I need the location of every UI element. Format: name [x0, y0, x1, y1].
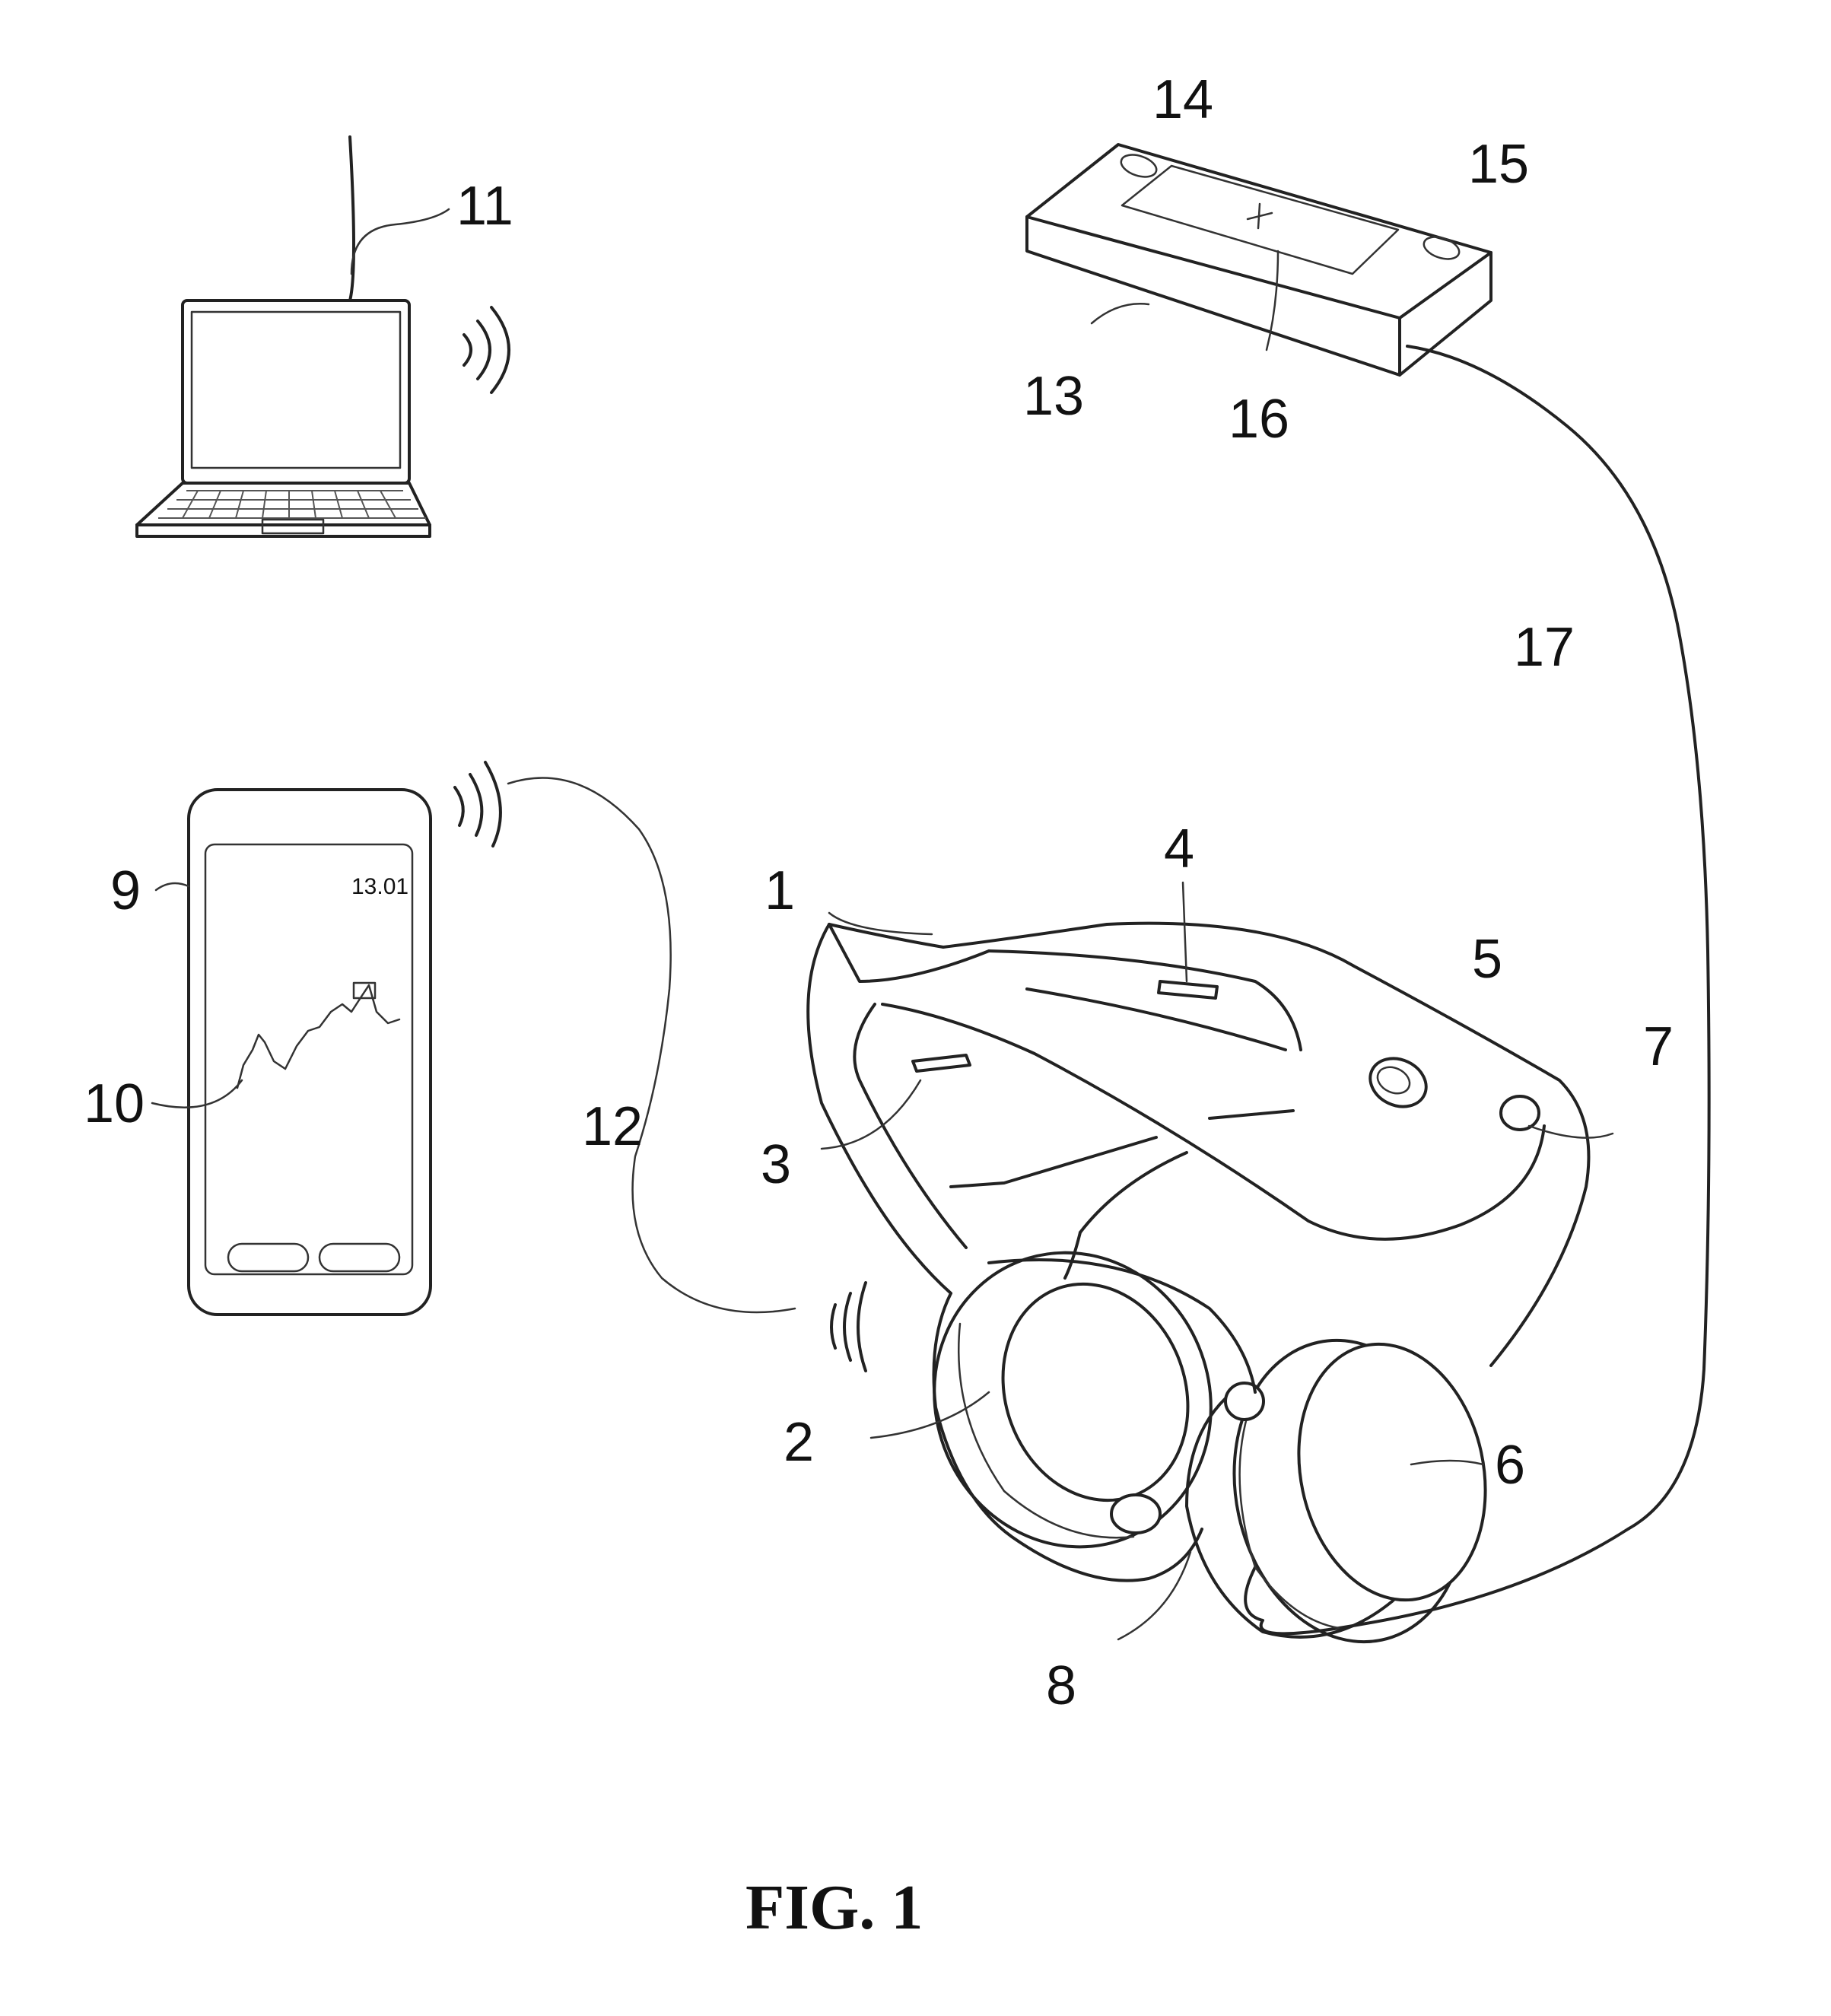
- smartphone-leader-line: [154, 882, 190, 892]
- phone-screen-time: 13.01: [351, 874, 408, 899]
- label-10: 10: [84, 1073, 145, 1134]
- sensor-4-leader: [1181, 881, 1188, 983]
- cable: [1244, 345, 1711, 1636]
- phone-button-right: [318, 1242, 401, 1273]
- label-17: 17: [1514, 617, 1575, 678]
- sensor-3-leader: [820, 1079, 922, 1150]
- label-16: 16: [1229, 389, 1289, 450]
- laptop-leader-line: [350, 208, 450, 275]
- laptop-keyboard: [158, 490, 426, 519]
- label-3: 3: [761, 1134, 791, 1195]
- phone-button-left: [227, 1242, 310, 1273]
- label-1: 1: [765, 860, 795, 921]
- phone-graph-line: [236, 984, 401, 1089]
- button-5: [1368, 1057, 1428, 1108]
- knob-leader: [1527, 1124, 1614, 1139]
- laptop-wifi-icon: [463, 306, 510, 394]
- knob-7: [1499, 1095, 1540, 1131]
- control-display: [1121, 164, 1400, 275]
- ear-cup-left-leader: [869, 1391, 990, 1439]
- inner-sensor-left: [911, 1054, 971, 1073]
- label-12: 12: [582, 1096, 643, 1157]
- label-6: 6: [1495, 1435, 1525, 1496]
- inner-sensor-top: [1157, 980, 1219, 1000]
- control-unit: [1025, 143, 1492, 377]
- control-display-icon: [1246, 202, 1273, 230]
- sensor-8-leader: [1117, 1550, 1192, 1641]
- phone-wifi-icon: [453, 761, 502, 847]
- label-5: 5: [1472, 929, 1502, 990]
- control-unit-leader: [1090, 303, 1150, 325]
- control-button-right: [1423, 236, 1461, 260]
- smartphone: 13.01: [187, 788, 432, 1316]
- label-14: 14: [1152, 69, 1213, 130]
- label-4: 4: [1164, 819, 1194, 879]
- ear-cup-right-leader: [1410, 1459, 1485, 1466]
- headband-leader: [828, 911, 933, 936]
- headphones: [806, 921, 1591, 1644]
- label-11: 11: [456, 176, 513, 237]
- phone-graph-marker: [352, 981, 377, 1000]
- label-7: 7: [1643, 1016, 1674, 1077]
- headphone-wifi-icon: [830, 1281, 867, 1372]
- control-button-left: [1120, 154, 1158, 178]
- ear-cup-left: [932, 1251, 1213, 1582]
- ear-cup-sensor-right: [1224, 1382, 1265, 1421]
- headband: [828, 921, 1591, 1367]
- label-8: 8: [1046, 1655, 1076, 1716]
- label-13: 13: [1023, 366, 1084, 427]
- laptop: [135, 135, 431, 538]
- figure-caption: FIG. 1: [745, 1872, 923, 1943]
- label-2: 2: [784, 1412, 814, 1473]
- label-9: 9: [110, 860, 141, 921]
- ear-cup-right: [1185, 1338, 1487, 1644]
- label-15: 15: [1468, 134, 1529, 195]
- display-leader: [1265, 250, 1279, 351]
- ear-cup-sensor-left: [1110, 1493, 1162, 1534]
- graph-leader-line: [151, 1079, 243, 1108]
- wireless-link-leader: [507, 777, 796, 1314]
